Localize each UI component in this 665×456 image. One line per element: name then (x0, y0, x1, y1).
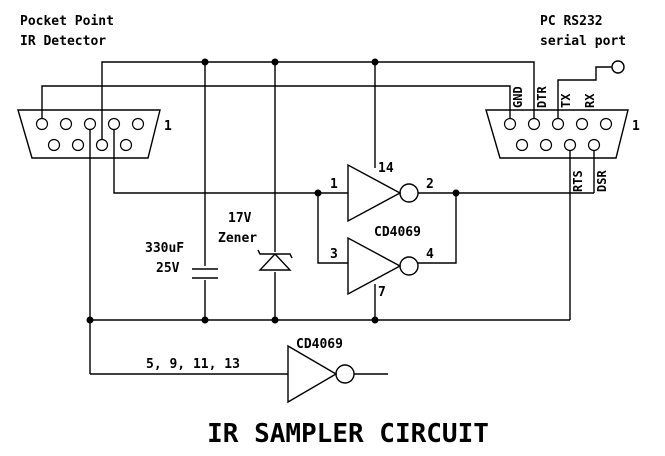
tx-terminal (611, 60, 625, 74)
inverter-pin-1-label: 1 (330, 177, 338, 192)
wires (41, 61, 612, 375)
right-connector-pin1-label: 1 (632, 119, 640, 134)
inverter-pin-2-label: 2 (426, 177, 434, 192)
rx-label: RX (583, 93, 597, 108)
bottom-inverter-chip-label: CD4069 (296, 337, 343, 352)
inverter-gate-2 (347, 236, 419, 296)
inverter-pin-4-label: 4 (426, 247, 434, 262)
inverter-pin-14-label: 14 (378, 161, 394, 176)
gnd-label: GND (511, 86, 525, 108)
inverter-chip-label: CD4069 (374, 225, 421, 240)
dsr-label: DSR (595, 170, 609, 192)
junction-dots (86, 58, 460, 324)
inverter-gate-1 (347, 163, 419, 223)
left-connector-title-line1: Pocket Point (20, 14, 114, 29)
unused-inputs-label: 5, 9, 11, 13 (146, 357, 240, 372)
right-connector-title-line1: PC RS232 (540, 14, 603, 29)
zener-voltage-label: 17V (228, 211, 252, 226)
zener-diode-symbol (257, 249, 293, 272)
capacitor-value-label: 330uF (145, 241, 184, 256)
right-db9-connector (485, 109, 629, 159)
inverter-gate-bottom (287, 344, 355, 404)
inverter-pin-3-label: 3 (330, 247, 338, 262)
dtr-label: DTR (535, 86, 549, 108)
capacitor-voltage-label: 25V (156, 261, 180, 276)
diagram-title: IR SAMPLER CIRCUIT (207, 419, 489, 449)
capacitor-symbol (192, 266, 218, 280)
right-connector-title-line2: serial port (540, 34, 626, 49)
zener-label: Zener (218, 231, 257, 246)
tx-label: TX (559, 93, 573, 108)
left-connector-pin1-label: 1 (164, 119, 172, 134)
left-db9-connector (17, 109, 161, 159)
rts-label: RTS (571, 170, 585, 192)
left-connector-title-line2: IR Detector (20, 34, 106, 49)
inverter-pin-7-label: 7 (378, 285, 386, 300)
